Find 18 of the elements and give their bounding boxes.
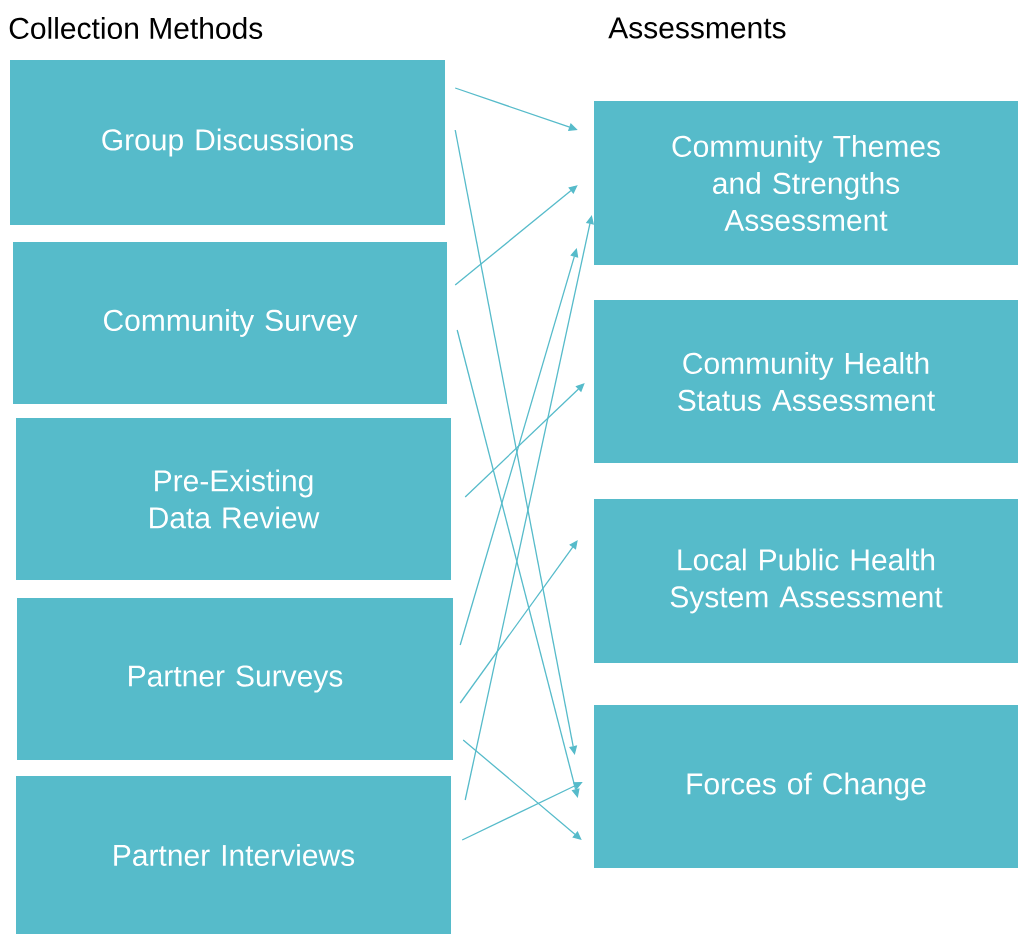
arrow xyxy=(464,215,594,801)
process-box: Group Discussions xyxy=(10,60,445,225)
process-box: Partner Surveys xyxy=(17,598,453,760)
process-box: Local Public Health System Assessment xyxy=(594,499,1018,663)
process-box: Community Survey xyxy=(13,242,447,404)
process-box: Forces of Change xyxy=(594,705,1018,868)
arrow xyxy=(459,248,579,646)
arrow xyxy=(459,540,578,704)
arrow xyxy=(462,739,582,840)
arrow xyxy=(456,329,580,798)
arrow xyxy=(454,185,578,286)
process-box: Partner Interviews xyxy=(16,776,451,934)
heading: Assessments xyxy=(608,17,786,39)
process-box: Community Themes and Strengths Assessment xyxy=(594,101,1018,265)
arrow xyxy=(454,129,578,755)
process-box: Community Health Status Assessment xyxy=(594,300,1018,463)
process-box: Pre-Existing Data Review xyxy=(16,418,451,580)
arrow xyxy=(464,383,585,498)
